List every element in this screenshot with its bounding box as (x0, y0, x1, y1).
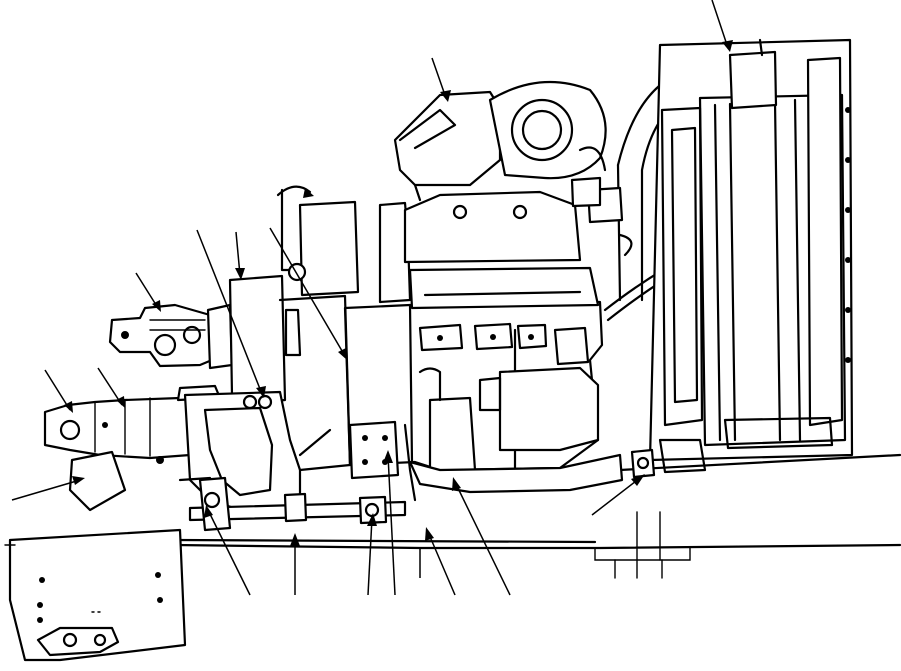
breather-tube (276, 185, 360, 357)
support-bracket-plate (4, 528, 187, 662)
cylinder-head-valve-cover (378, 190, 600, 310)
frame-baseline (173, 453, 901, 579)
flywheel-housing (183, 274, 332, 512)
drain-valve (630, 448, 656, 479)
turbocharger (393, 80, 607, 202)
starter-motor (418, 326, 600, 477)
callout-leaders (11, 0, 733, 596)
radiator (648, 38, 854, 474)
engine-mount-rail (178, 476, 407, 532)
hydraulic-pump-upper (108, 303, 234, 370)
oil-pan (348, 420, 624, 502)
